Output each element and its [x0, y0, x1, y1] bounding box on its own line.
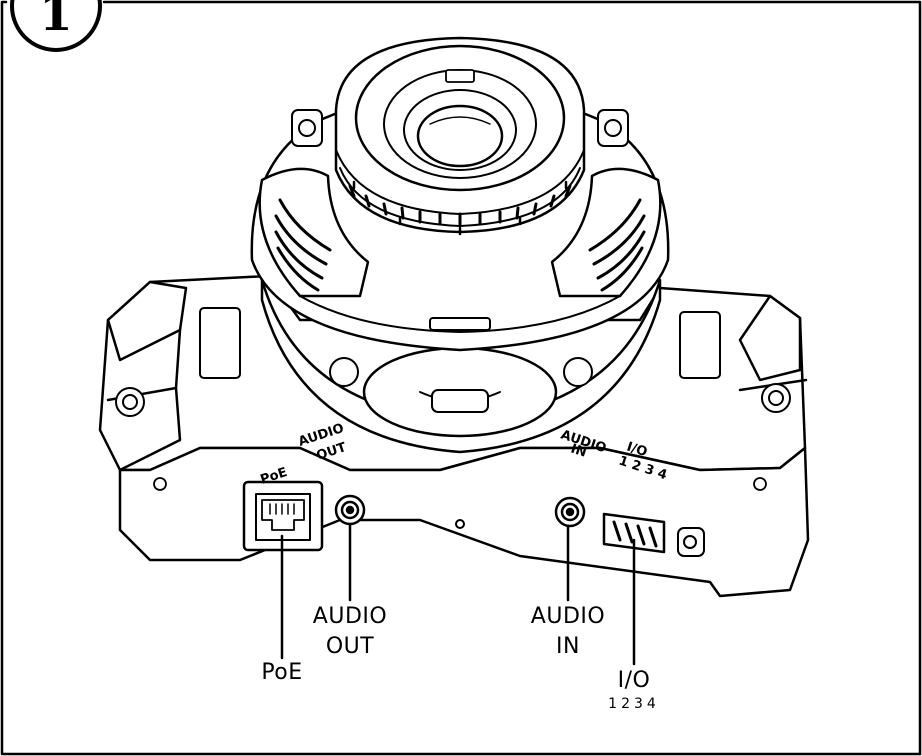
io-terminal-block [602, 512, 666, 554]
callout-io: I/O 1234 [600, 666, 668, 712]
leader-lines [280, 522, 636, 666]
front-notch [455, 519, 465, 529]
audio-out-jack [334, 494, 366, 526]
callout-audio-in-line2: IN [556, 634, 580, 659]
callout-audio-out: AUDIO OUT [310, 602, 390, 662]
callout-audio-in-line1: AUDIO [530, 604, 606, 629]
step-number: 1 [39, 0, 72, 42]
callout-io-label: I/O [617, 668, 651, 693]
body-print-io-1: I/O [625, 440, 649, 461]
body-print-audio-in-2: IN [569, 442, 589, 461]
callout-audio-out-line1: AUDIO [312, 604, 388, 629]
lens-assembly [334, 36, 586, 236]
callout-io-pins: 1234 [608, 696, 660, 712]
callout-poe-text: PoE [261, 660, 303, 685]
ground-screw [677, 527, 705, 557]
mounting-screw-right [761, 383, 791, 413]
dome-mount-ring [260, 278, 662, 454]
small-screw-right [753, 477, 767, 491]
step-badge: 1 [10, 0, 102, 52]
callout-audio-out-line2: OUT [325, 634, 375, 659]
audio-in-jack [554, 496, 586, 528]
callout-poe: PoE [250, 658, 314, 688]
mounting-screw-left [115, 387, 145, 417]
callout-audio-in: AUDIO IN [528, 602, 608, 662]
small-screw-left [153, 477, 167, 491]
